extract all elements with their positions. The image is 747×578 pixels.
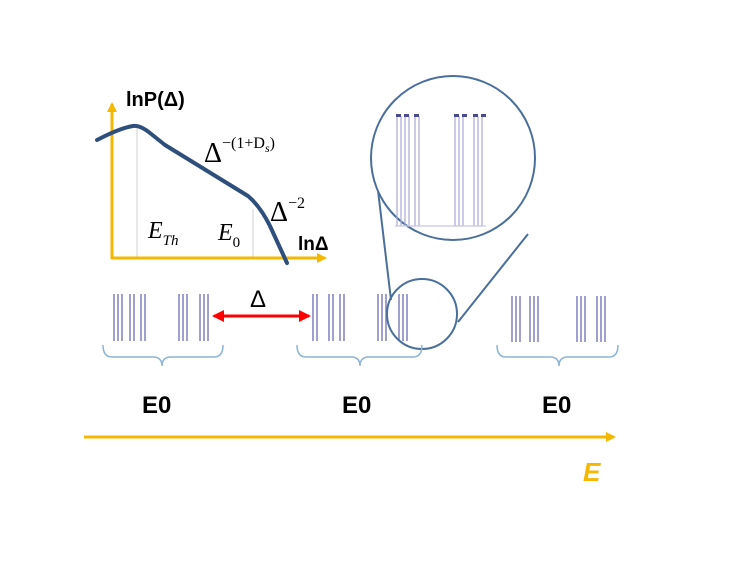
e0-marker-label: E0 (217, 220, 240, 251)
magnified-line-caps (396, 114, 486, 117)
magnifier-small-circle (386, 278, 458, 350)
magnified-lines (395, 116, 486, 227)
inset-x-axis-label: lnΔ (298, 234, 329, 255)
magnifier-large-circle (370, 75, 536, 241)
brace-group-2 (296, 344, 423, 367)
line-group-1 (113, 294, 209, 341)
eth-marker-label: ETh (147, 218, 179, 249)
group-label-1: E0 (142, 392, 171, 419)
lower-slope-label: Δ−2 (270, 195, 305, 228)
magnifier-line-lower (457, 233, 529, 323)
group-label-3: E0 (542, 392, 571, 419)
upper-slope-label: Δ−(1+Ds) (204, 135, 275, 169)
energy-axis-label: E (583, 457, 601, 487)
brace-group-1 (102, 344, 224, 367)
brace-group-3 (496, 344, 619, 367)
line-group-3 (511, 296, 606, 342)
line-group-2 (312, 294, 408, 341)
group-label-2: E0 (342, 392, 371, 419)
gap-label: Δ (250, 286, 266, 313)
magnifier (370, 75, 536, 350)
magnifier-line-upper (376, 181, 392, 301)
inset-y-axis-label: lnP(Δ) (126, 89, 185, 111)
distribution-curve (95, 123, 289, 265)
inset-plot: lnP(Δ) lnΔ ETh E0 Δ−(1+Ds) Δ−2 (95, 89, 329, 265)
